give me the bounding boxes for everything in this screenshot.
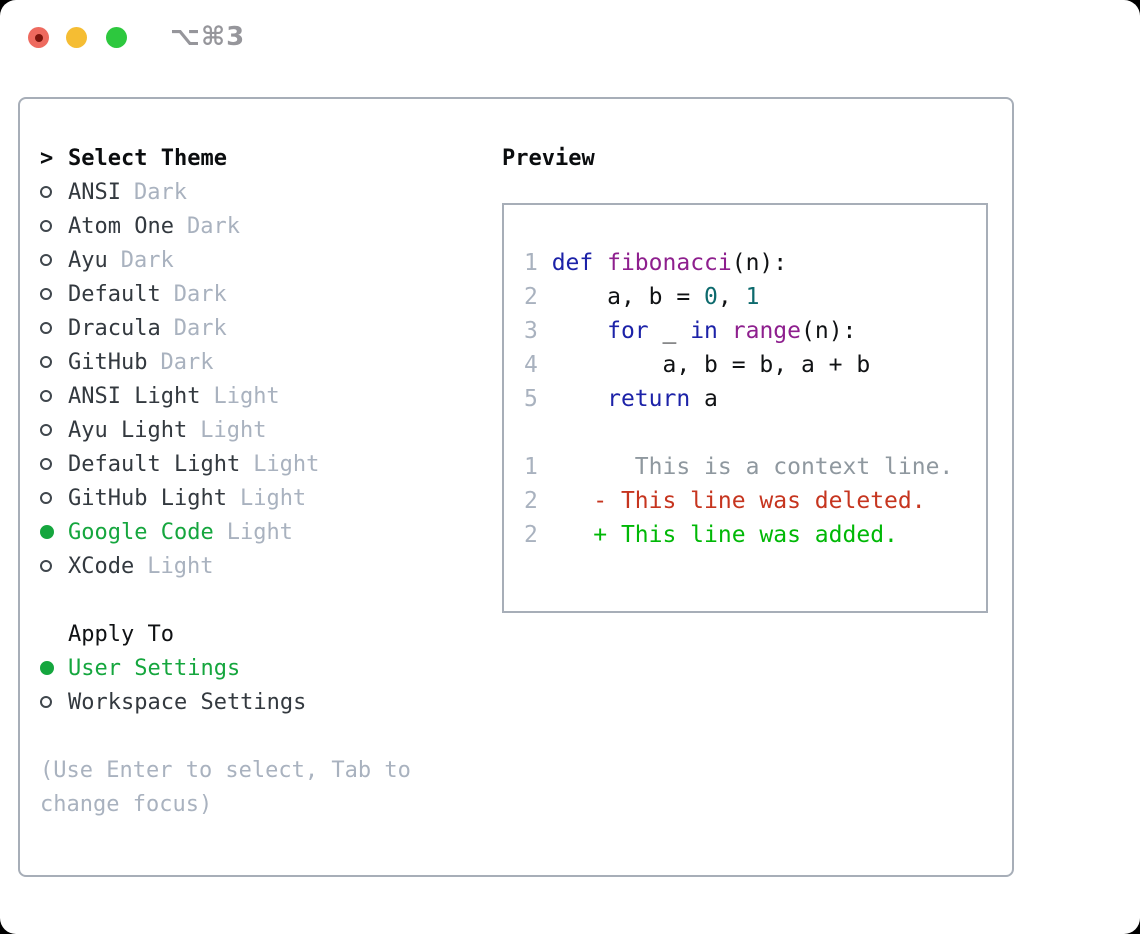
radio-icon xyxy=(40,424,52,436)
hint-line: (Use Enter to select, Tab to xyxy=(40,757,411,783)
variant-label: Dark xyxy=(133,179,187,205)
variant-label: Light xyxy=(226,519,293,545)
titlebar: ⌥⌘3 xyxy=(0,0,1140,76)
theme-option-ayu[interactable]: Ayu Dark xyxy=(40,243,492,277)
code-line: 5 return a xyxy=(524,386,718,412)
theme-option-google-code[interactable]: Google Code Light xyxy=(40,515,492,549)
minimize-button[interactable] xyxy=(66,27,87,48)
apply-to-title: Apply To xyxy=(68,621,174,647)
spacer xyxy=(40,719,492,753)
preview-title: Preview xyxy=(502,145,595,171)
radio-icon xyxy=(40,458,52,470)
variant-label: Dark xyxy=(173,281,227,307)
window-title: ⌥⌘3 xyxy=(170,22,246,52)
apply-option-workspace-settings[interactable]: Workspace Settings xyxy=(40,685,492,719)
theme-option-ansi-light[interactable]: ANSI Light Light xyxy=(40,379,492,413)
close-dot-icon xyxy=(34,33,43,42)
option-label: Dracula xyxy=(68,315,161,341)
code-line: 3 for _ in range(n): xyxy=(524,318,857,344)
spacer xyxy=(40,583,492,617)
select-theme-header: > Select Theme xyxy=(40,141,492,175)
preview-box: 1 def fibonacci(n): 2 a, b = 0, 1 3 for _ … xyxy=(502,203,988,613)
option-label: ANSI xyxy=(68,179,121,205)
theme-option-dracula[interactable]: Dracula Dark xyxy=(40,311,492,345)
diff-line: 2 - This line was deleted. xyxy=(524,488,926,514)
diff-line: 1 This is a context line. xyxy=(524,454,954,480)
variant-label: Dark xyxy=(186,213,240,239)
theme-option-github[interactable]: GitHub Dark xyxy=(40,345,492,379)
variant-label: Dark xyxy=(160,349,214,375)
variant-label: Light xyxy=(213,383,280,409)
code-block: 1 def fibonacci(n): 2 a, b = 0, 1 3 for _ … xyxy=(524,246,976,552)
theme-option-ayu-light[interactable]: Ayu Light Light xyxy=(40,413,492,447)
radio-icon xyxy=(40,560,52,572)
option-label: Default xyxy=(68,281,161,307)
option-label: Ayu Light xyxy=(68,417,188,443)
diff-line: 2 + This line was added. xyxy=(524,522,898,548)
option-label: User Settings xyxy=(68,655,241,681)
radio-icon xyxy=(40,322,52,334)
theme-option-atom-one[interactable]: Atom One Dark xyxy=(40,209,492,243)
prompt-caret-icon: > xyxy=(40,145,54,171)
option-label: GitHub xyxy=(68,349,148,375)
theme-option-ansi[interactable]: ANSI Dark xyxy=(40,175,492,209)
variant-label: Light xyxy=(147,553,214,579)
radio-icon xyxy=(40,254,52,266)
apply-to-header: Apply To xyxy=(40,617,492,651)
option-label: Default Light xyxy=(68,451,241,477)
code-line: 2 a, b = 0, 1 xyxy=(524,284,760,310)
code-line: 1 def fibonacci(n): xyxy=(524,250,788,276)
radio-icon xyxy=(40,696,52,708)
theme-option-default[interactable]: Default Dark xyxy=(40,277,492,311)
option-label: Workspace Settings xyxy=(68,689,307,715)
radio-icon xyxy=(40,492,52,504)
code-line: 4 a, b = b, a + b xyxy=(524,352,871,378)
variant-label: Dark xyxy=(173,315,227,341)
radio-icon xyxy=(40,186,52,198)
apply-option-user-settings[interactable]: User Settings xyxy=(40,651,492,685)
selected-radio-icon xyxy=(40,661,54,675)
variant-label: Dark xyxy=(120,247,174,273)
option-label: ANSI Light xyxy=(68,383,201,409)
option-label: Atom One xyxy=(68,213,174,239)
option-label: Google Code xyxy=(68,519,214,545)
keyboard-hint: (Use Enter to select, Tab to change focus… xyxy=(40,753,492,821)
theme-option-default-light[interactable]: Default Light Light xyxy=(40,447,492,481)
hint-line: change focus) xyxy=(40,791,213,817)
select-theme-title: Select Theme xyxy=(68,145,227,171)
variant-label: Light xyxy=(239,485,307,511)
theme-option-xcode[interactable]: XCode Light xyxy=(40,549,492,583)
close-button[interactable] xyxy=(28,27,49,48)
radio-icon xyxy=(40,356,52,368)
variant-label: Light xyxy=(200,417,267,443)
option-label: Ayu xyxy=(68,247,108,273)
option-label: GitHub Light xyxy=(68,485,227,511)
preview-column: Preview 1 def fibonacci(n): 2 a, b = 0, 1… xyxy=(502,141,988,613)
variant-label: Light xyxy=(253,451,320,477)
preview-header: Preview xyxy=(502,141,988,175)
theme-option-github-light[interactable]: GitHub Light Light xyxy=(40,481,492,515)
blank-line xyxy=(524,416,976,450)
radio-icon xyxy=(40,288,52,300)
zoom-button[interactable] xyxy=(106,27,127,48)
radio-icon xyxy=(40,220,52,232)
radio-icon xyxy=(40,390,52,402)
selected-radio-icon xyxy=(40,525,54,539)
option-label: XCode xyxy=(68,553,135,579)
